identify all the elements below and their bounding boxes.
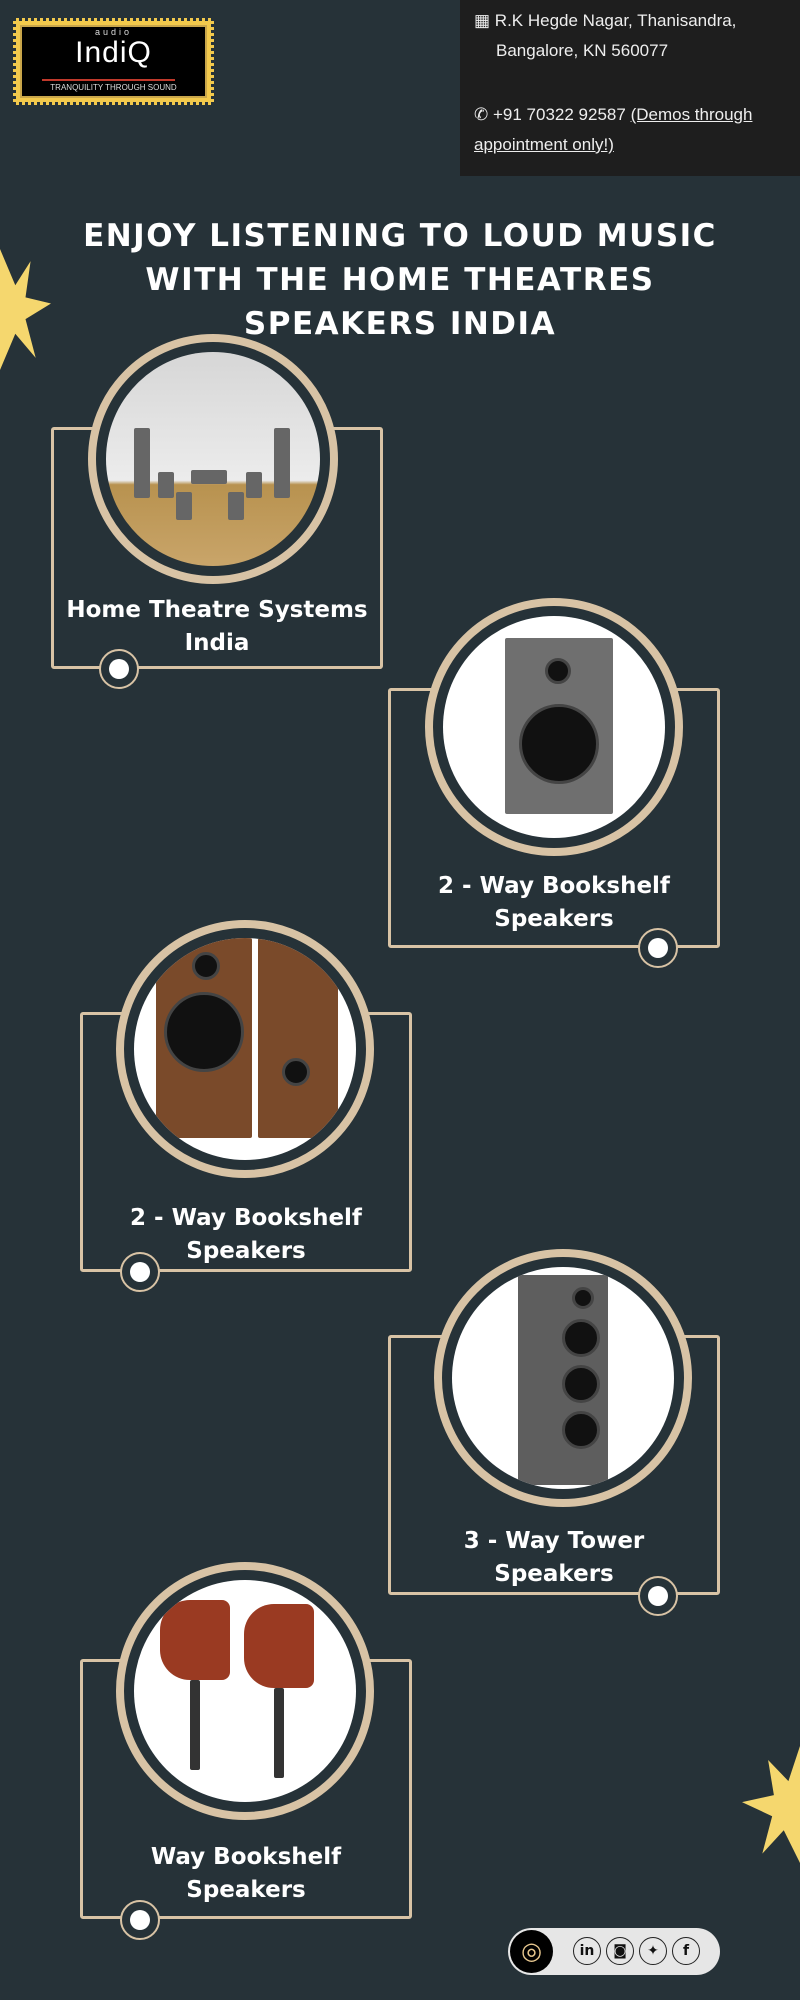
- building-icon: ▦: [474, 11, 491, 30]
- home-theatre-image: [106, 352, 320, 566]
- stand-speakers-image: [134, 1580, 356, 1802]
- speaker-shape: [244, 1604, 314, 1688]
- speaker-shape: [505, 638, 613, 814]
- address-line2: Bangalore, KN 560077: [496, 41, 669, 60]
- speaker-shape: [156, 938, 252, 1138]
- tweeter-shape: [192, 952, 220, 980]
- product-image-frame: [434, 1249, 692, 1507]
- linkedin-icon[interactable]: in: [573, 1937, 601, 1965]
- card-label-line1: 3 - Way Tower: [463, 1528, 645, 1554]
- title-line2: WITH THE HOME THEATRES: [145, 262, 655, 298]
- timeline-dot: [120, 1252, 160, 1292]
- logo-audio: audio: [94, 27, 133, 37]
- instagram-icon[interactable]: ◙: [606, 1937, 634, 1965]
- card-label-line1: 2 - Way Bookshelf: [438, 873, 670, 899]
- card-label-line1: Home Theatre Systems: [66, 597, 368, 623]
- logo-tagline: TRANQUILITY THROUGH SOUND: [50, 83, 177, 92]
- speaker-shape: [134, 428, 150, 498]
- woofer-shape: [519, 704, 599, 784]
- speaker-shape: [258, 938, 338, 1138]
- social-bar: ◎ in ◙ ✦ f: [508, 1928, 720, 1975]
- product-image-frame: [88, 334, 338, 584]
- phone-number[interactable]: +91 70322 92587: [492, 105, 626, 124]
- facebook-icon[interactable]: f: [672, 1937, 700, 1965]
- product-image-frame: [116, 1562, 374, 1820]
- stand-shape: [274, 1688, 284, 1778]
- tweeter-shape: [545, 658, 571, 684]
- stand-shape: [190, 1680, 200, 1770]
- speaker-shape: [228, 492, 244, 520]
- address-line1: R.K Hegde Nagar, Thanisandra,: [494, 11, 737, 30]
- wooden-speakers-image: [134, 938, 356, 1160]
- speaker-shape: [191, 470, 227, 484]
- product-image-frame: [425, 598, 683, 856]
- phone-row: ✆ +91 70322 92587 (Demos through appoint…: [474, 100, 786, 160]
- woofer-shape: [164, 992, 244, 1072]
- logo[interactable]: audio IndiQ TRANQUILITY THROUGH SOUND: [13, 18, 214, 105]
- demo-link[interactable]: (Demos through appointment only!): [474, 105, 753, 154]
- bookshelf-speaker-image: [443, 616, 665, 838]
- timeline-dot: [638, 928, 678, 968]
- speaker-shape: [158, 472, 174, 498]
- card-label-line2: India: [184, 630, 250, 656]
- contact-panel: ▦ R.K Hegde Nagar, Thanisandra, Bangalore…: [460, 0, 800, 176]
- logo-brand: IndiQ: [75, 36, 152, 69]
- speaker-shape: [246, 472, 262, 498]
- starburst-icon: [742, 1746, 800, 1863]
- twitter-icon[interactable]: ✦: [639, 1937, 667, 1965]
- speaker-shape: [518, 1275, 608, 1485]
- brand-logo-icon[interactable]: ◎: [510, 1930, 553, 1973]
- address: ▦ R.K Hegde Nagar, Thanisandra, Bangalore…: [474, 6, 786, 66]
- driver-shape: [562, 1319, 600, 1357]
- timeline-dot: [99, 649, 139, 689]
- card-label-line2: Speakers: [494, 1561, 614, 1587]
- speaker-shape: [274, 428, 290, 498]
- driver-shape: [562, 1411, 600, 1449]
- logo-panel: audio IndiQ TRANQUILITY THROUGH SOUND: [20, 25, 207, 98]
- title-line3: SPEAKERS INDIA: [243, 306, 557, 342]
- speaker-shape: [176, 492, 192, 520]
- card-label-line2: Speakers: [494, 906, 614, 932]
- starburst-icon: [0, 249, 51, 370]
- timeline-dot: [120, 1900, 160, 1940]
- tweeter-shape: [572, 1287, 594, 1309]
- port-shape: [282, 1058, 310, 1086]
- page-title: ENJOY LISTENING TO LOUD MUSIC WITH THE H…: [60, 214, 740, 346]
- timeline-dot: [638, 1576, 678, 1616]
- tower-speaker-image: [452, 1267, 674, 1489]
- driver-shape: [562, 1365, 600, 1403]
- logo-underline: [42, 79, 175, 81]
- title-line1: ENJOY LISTENING TO LOUD MUSIC: [83, 218, 717, 254]
- card-label-line2: Speakers: [186, 1877, 306, 1903]
- phone-icon: ✆: [474, 105, 489, 124]
- card-label-line2: Speakers: [186, 1238, 306, 1264]
- card-label-line1: 2 - Way Bookshelf: [130, 1205, 362, 1231]
- product-image-frame: [116, 920, 374, 1178]
- card-label-line1: Way Bookshelf: [150, 1844, 342, 1870]
- speaker-shape: [160, 1600, 230, 1680]
